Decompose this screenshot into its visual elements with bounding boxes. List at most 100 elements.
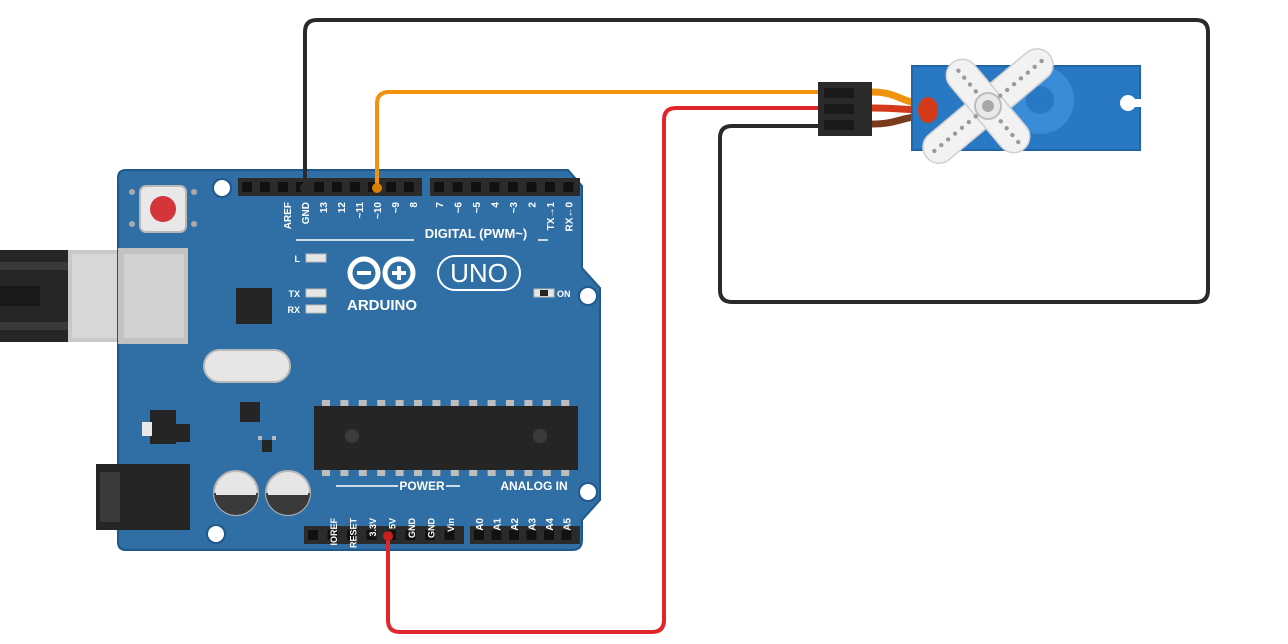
pin-label: 4 — [491, 202, 502, 208]
ic-pin — [340, 470, 349, 476]
pin-label: A0 — [475, 518, 486, 531]
header-pin-hole — [561, 530, 572, 540]
pin-label: Vin — [446, 518, 456, 532]
wire-power — [383, 106, 822, 634]
svg-text:TX: TX — [288, 289, 300, 299]
horn-hole — [998, 119, 1004, 124]
header-pin-hole — [366, 530, 377, 540]
led-on: ON — [533, 288, 571, 299]
digital-header-right — [430, 178, 580, 196]
pin-label: 13 — [319, 202, 330, 214]
model-text: UNO — [450, 258, 508, 288]
pin-label: ~5 — [472, 202, 483, 214]
horn-hole — [973, 114, 978, 119]
header-pin-hole — [471, 182, 481, 192]
pin-label: 2 — [528, 202, 539, 208]
header-pin-hole — [508, 182, 518, 192]
analog-header-label: ANALOG IN — [500, 479, 567, 493]
electrolytic-capacitor — [213, 470, 259, 516]
header-pin-hole — [474, 530, 484, 540]
pin-label: AREF — [283, 202, 294, 229]
board-pcb — [117, 169, 601, 551]
servo-connector — [818, 82, 872, 136]
pin-label: ~11 — [355, 202, 366, 219]
ic-pin — [487, 400, 496, 406]
ic-pin — [469, 470, 478, 476]
pin-label: GND — [427, 518, 437, 539]
header-pin-hole — [491, 530, 502, 540]
led-l: L — [295, 253, 327, 264]
svg-text:RX: RX — [287, 305, 300, 315]
horn-hole — [998, 93, 1003, 98]
ic-pin — [358, 470, 367, 476]
pin-label: 8 — [409, 202, 420, 208]
analog-header — [470, 526, 580, 544]
horn-hole — [945, 137, 951, 142]
electrolytic-capacitor — [265, 470, 311, 516]
header-pin-hole — [242, 182, 252, 192]
pin-label: ~10 — [373, 202, 384, 219]
led-rx: RX — [287, 304, 327, 315]
ic-pin — [524, 400, 533, 406]
pin-label: ~9 — [391, 202, 402, 214]
brand-text: ARDUINO — [347, 297, 417, 314]
pin-label: ~6 — [454, 202, 465, 214]
mounting-hole — [578, 286, 598, 306]
capacitor-small — [240, 402, 260, 422]
pin-label: RX←0 — [565, 202, 576, 232]
pin-label: 7 — [435, 202, 446, 208]
mounting-hole — [206, 524, 226, 544]
pin-label: A3 — [528, 518, 539, 531]
analog-pin-labels: A0 A1 A2 A3 A4 A5 — [475, 518, 574, 531]
svg-text:L: L — [295, 254, 301, 264]
reset-button[interactable] — [129, 185, 197, 233]
pin-label: A4 — [545, 518, 556, 531]
header-pin-hole — [386, 182, 396, 192]
digital-pin-labels-right: 7 ~6 ~5 4 ~3 2 TX→1 RX←0 — [435, 202, 576, 232]
mounting-hole — [212, 178, 232, 198]
header-pin-hole — [452, 182, 463, 192]
pin-label: GND — [407, 518, 417, 539]
voltage-regulator — [150, 410, 176, 444]
pin-label: GND — [301, 202, 312, 224]
header-pin-hole — [425, 530, 435, 540]
pin-label: A2 — [510, 518, 521, 531]
svg-text:ON: ON — [557, 289, 571, 299]
ic-pin — [524, 470, 533, 476]
wire-signal — [372, 90, 822, 193]
horn-hole — [939, 143, 944, 148]
power-header-label: POWER — [399, 479, 445, 493]
header-pin-hole — [444, 530, 455, 540]
horn-hole — [1039, 58, 1044, 64]
header-pin-hole — [260, 182, 270, 192]
pin-label: A1 — [493, 518, 504, 531]
servo-motor — [818, 48, 1142, 164]
ic-pin — [414, 470, 422, 476]
digital-header-left — [238, 178, 422, 196]
ic-pin — [395, 470, 404, 476]
horn-hole — [1025, 70, 1031, 75]
header-pin-hole — [526, 530, 537, 540]
horn-hole — [962, 75, 967, 80]
horn-hole — [973, 89, 978, 94]
power-jack — [96, 464, 190, 530]
header-pin-hole — [434, 182, 444, 192]
horn-hole — [1032, 64, 1037, 69]
ic-pin — [377, 400, 386, 406]
ic-pin — [561, 470, 570, 476]
ic-pin — [487, 470, 496, 476]
ic-pin — [395, 400, 404, 406]
ic-pin — [542, 400, 551, 406]
pin-label: TX→1 — [546, 202, 557, 231]
ic-pin — [322, 400, 330, 406]
pin-label: ~3 — [509, 202, 520, 214]
horn-hole — [1010, 132, 1015, 138]
header-pin-hole — [545, 182, 555, 192]
ic-pin — [561, 400, 570, 406]
pin-label: RESET — [349, 518, 359, 549]
pin-label: A5 — [563, 518, 574, 531]
